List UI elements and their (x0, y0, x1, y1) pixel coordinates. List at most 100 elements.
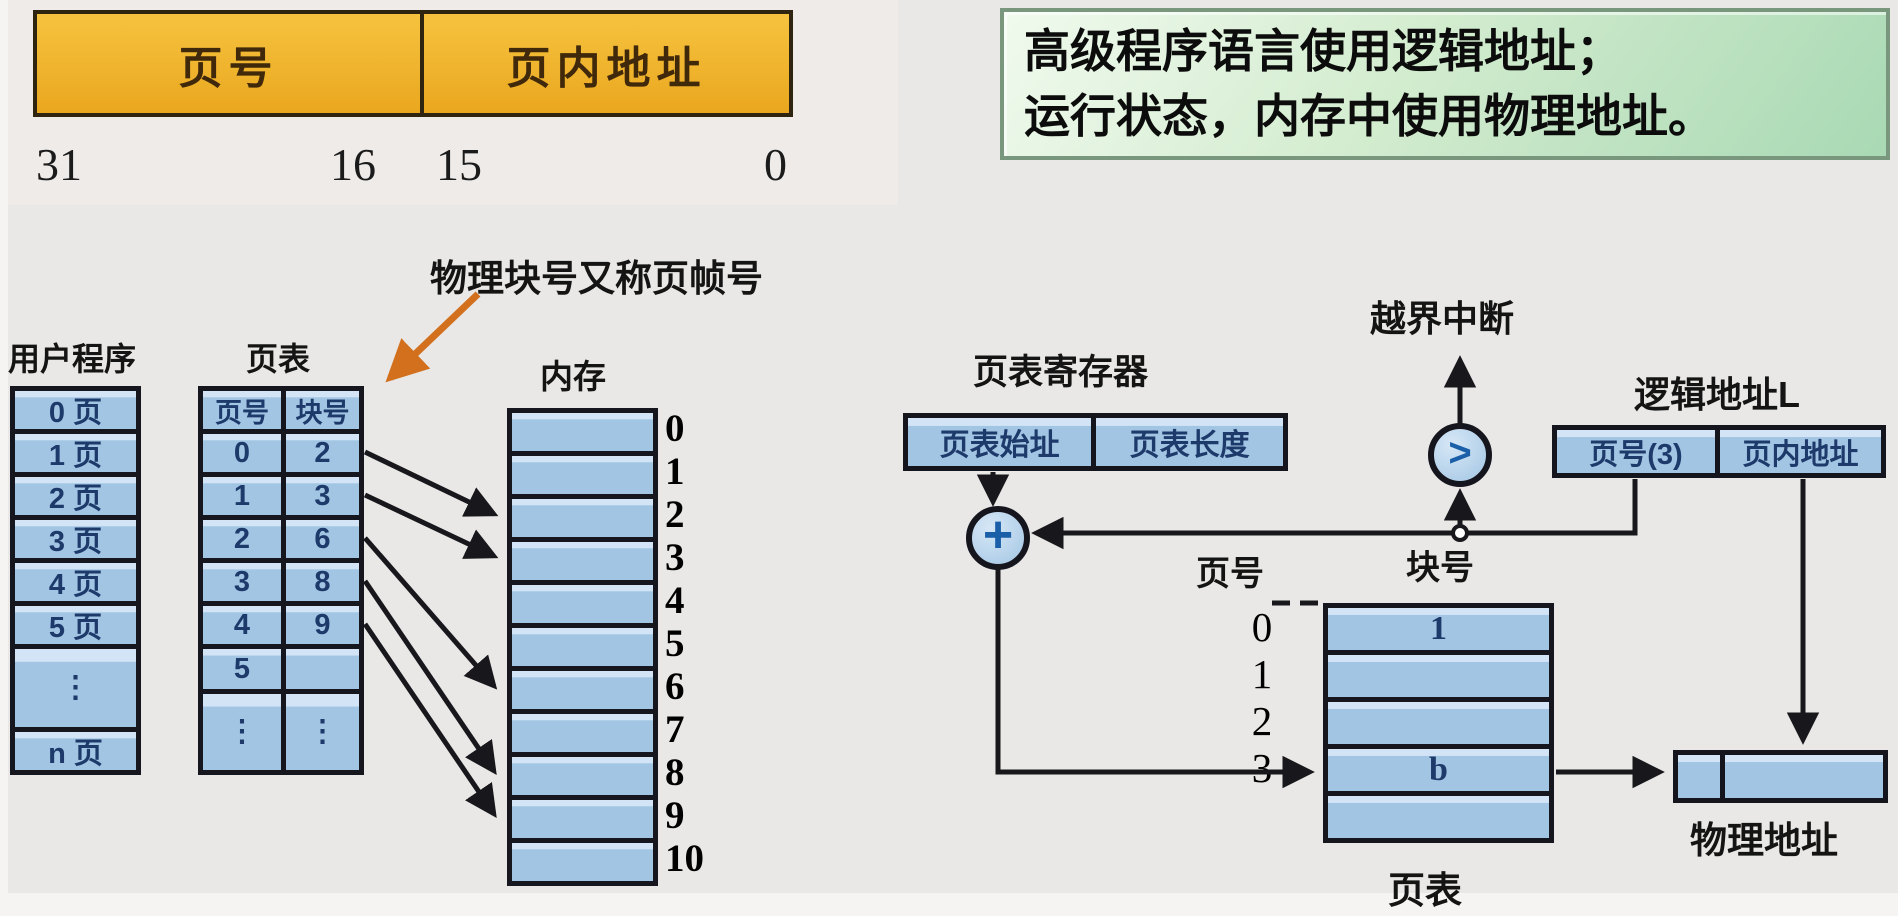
memory-table (507, 408, 658, 886)
right-page-table: 1 b (1323, 603, 1554, 843)
memory-frame-label: 7 (665, 708, 685, 751)
memory-frame (512, 628, 653, 666)
page-table-row: 2 6 (203, 520, 359, 558)
page-table-row: 4 9 (203, 606, 359, 644)
right-page-table-row (1328, 702, 1549, 744)
memory-frame (512, 714, 653, 752)
memory-frame (512, 800, 653, 838)
logical-address-title: 逻辑地址L (1634, 374, 1800, 415)
page-table-row: 0 2 (203, 434, 359, 472)
plus-glyph: + (982, 506, 1014, 564)
page-no-cell: 4 (203, 606, 281, 644)
memory-frame-label: 10 (665, 837, 704, 880)
memory-frame-label: 4 (665, 579, 685, 622)
comparator-gt-icon: > (1428, 423, 1492, 487)
memory-frame-label: 1 (665, 450, 685, 493)
page-no-cell: 1 (203, 477, 281, 515)
page-table-row: 1 3 (203, 477, 359, 515)
right-row-index: 3 (1251, 745, 1273, 791)
logical-page-no-cell: 页号(3) (1557, 430, 1715, 473)
page-table-row: 5 (203, 649, 359, 689)
address-offset-cell: 页内地址 (424, 14, 789, 113)
memory-frame-label: 8 (665, 751, 685, 794)
address-page-no-cell: 页号 (37, 14, 420, 113)
page-table-row: 3 8 (203, 563, 359, 601)
bit-label-0: 0 (764, 139, 787, 190)
gt-glyph: > (1448, 430, 1472, 475)
user-program-table: 0 页 1 页 2 页 3 页 4 页 5 页 ⋮ n 页 (10, 386, 141, 775)
user-page-cell: 2 页 (15, 477, 136, 515)
memory-frame-label: 0 (665, 407, 685, 450)
page-table-left: 页号 块号 0 2 1 3 2 6 3 8 4 9 5 ⋮ ⋮ (198, 386, 364, 775)
user-program-title: 用户程序 (8, 341, 137, 377)
bit-label-31: 31 (36, 139, 82, 190)
note-line-1: 高级程序语言使用逻辑地址； (1024, 24, 1622, 77)
memory-frame (512, 499, 653, 537)
memory-frame (512, 542, 653, 580)
memory-frame (512, 671, 653, 709)
right-block-no-label: 块号 (1406, 549, 1474, 587)
right-page-table-row: b (1328, 749, 1549, 791)
address-format-bar: 页号 页内地址 (33, 10, 793, 117)
user-page-cell: 3 页 (15, 520, 136, 558)
memory-frame (512, 456, 653, 494)
block-no-cell: 3 (286, 477, 359, 515)
map-arrow-page1-frame3 (363, 492, 499, 559)
map-arrow-page2-frame6 (363, 536, 498, 690)
arrow-pageno-to-plus (1031, 479, 1638, 550)
page-no-cell: 2 (203, 520, 281, 558)
page-table-length-cell: 页表长度 (1096, 418, 1283, 466)
user-page-cell: 1 页 (15, 434, 136, 472)
right-page-table-row: 1 (1328, 608, 1549, 650)
memory-frame-label: 9 (665, 794, 685, 837)
physical-offset-cell (1725, 755, 1883, 798)
bottom-edge-strip (0, 893, 1898, 916)
page-table-register-title: 页表寄存器 (973, 353, 1149, 392)
right-row-index: 1 (1251, 651, 1273, 697)
user-page-cell: 5 页 (15, 606, 136, 644)
map-arrow-page3-frame8 (362, 579, 497, 776)
page-table-left-title: 页表 (246, 341, 311, 377)
memory-frame-label: 3 (665, 536, 685, 579)
right-page-table-row (1328, 796, 1549, 838)
memory-frame (512, 757, 653, 795)
memory-frame-label: 2 (665, 493, 685, 536)
frame-number-annotation: 物理块号又称页帧号 (430, 258, 763, 299)
user-page-ellipsis: ⋮ (15, 649, 136, 727)
block-no-cell: 8 (286, 563, 359, 601)
block-no-cell: 6 (286, 520, 359, 558)
block-no-header: 块号 (286, 391, 359, 429)
user-page-cell: 4 页 (15, 563, 136, 601)
page-no-ellipsis: ⋮ (203, 694, 281, 770)
physical-address-box (1673, 750, 1888, 803)
memory-frame (512, 585, 653, 623)
page-no-cell: 0 (203, 434, 281, 472)
block-no-ellipsis: ⋮ (286, 694, 359, 770)
note-box: 高级程序语言使用逻辑地址； 运行状态，内存中使用物理地址。 (1000, 8, 1890, 160)
memory-frame-label: 6 (665, 665, 685, 708)
memory-frame (512, 413, 653, 451)
block-no-cell (286, 649, 359, 689)
bit-label-16: 16 (330, 139, 376, 190)
block-no-cell: 2 (286, 434, 359, 472)
frame-note-arrow (385, 291, 481, 383)
block-no-cell: 9 (286, 606, 359, 644)
page-table-header-row: 页号 块号 (203, 391, 359, 429)
bit-label-15: 15 (436, 139, 482, 190)
page-table-register-box: 页表始址 页表长度 (903, 413, 1288, 471)
user-page-cell: n 页 (15, 732, 136, 770)
right-page-table-title: 页表 (1388, 870, 1462, 911)
page-table-base-cell: 页表始址 (908, 418, 1092, 466)
left-edge-strip (0, 0, 8, 916)
map-arrow-page0-frame2 (363, 449, 499, 517)
page-no-header: 页号 (203, 391, 281, 429)
memory-frame-label: 5 (665, 622, 685, 665)
plus-operator-icon: + (966, 506, 1030, 570)
logical-offset-cell: 页内地址 (1720, 430, 1881, 473)
logical-address-box: 页号(3) 页内地址 (1552, 425, 1886, 478)
note-line-2: 运行状态，内存中使用物理地址。 (1024, 90, 1714, 142)
page-no-cell: 3 (203, 563, 281, 601)
user-page-cell: 0 页 (15, 391, 136, 429)
physical-block-cell (1678, 755, 1720, 798)
